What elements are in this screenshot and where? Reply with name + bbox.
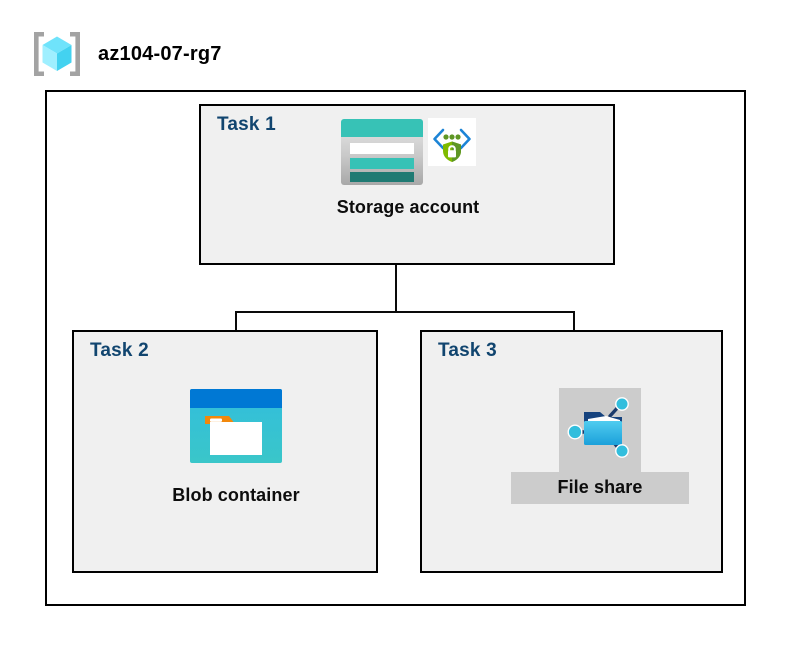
file-share-icon-highlight bbox=[559, 388, 641, 472]
task-2-label: Task 2 bbox=[90, 340, 149, 361]
resource-group-cube-icon bbox=[30, 28, 84, 80]
node-file-share[interactable]: File share bbox=[511, 388, 689, 504]
storage-account-icon bbox=[340, 118, 424, 191]
connector-storage-trunk bbox=[395, 265, 397, 313]
task-1-label: Task 1 bbox=[217, 114, 276, 135]
resource-group-name: az104-07-rg7 bbox=[98, 42, 222, 65]
storage-icon-row bbox=[340, 118, 476, 191]
blob-container-caption: Blob container bbox=[172, 485, 300, 505]
file-share-icon bbox=[566, 394, 634, 465]
node-storage-account[interactable]: Storage account bbox=[296, 118, 520, 218]
file-share-caption: File share bbox=[511, 472, 689, 504]
blob-container-icon bbox=[189, 388, 283, 469]
node-blob-container[interactable]: Blob container bbox=[152, 388, 320, 506]
secure-endpoint-shield-icon bbox=[428, 118, 476, 171]
storage-account-caption: Storage account bbox=[336, 197, 480, 217]
task-3-label: Task 3 bbox=[438, 340, 497, 361]
resource-group-header: az104-07-rg7 bbox=[30, 28, 222, 80]
connector-horizontal-bus bbox=[235, 311, 575, 313]
